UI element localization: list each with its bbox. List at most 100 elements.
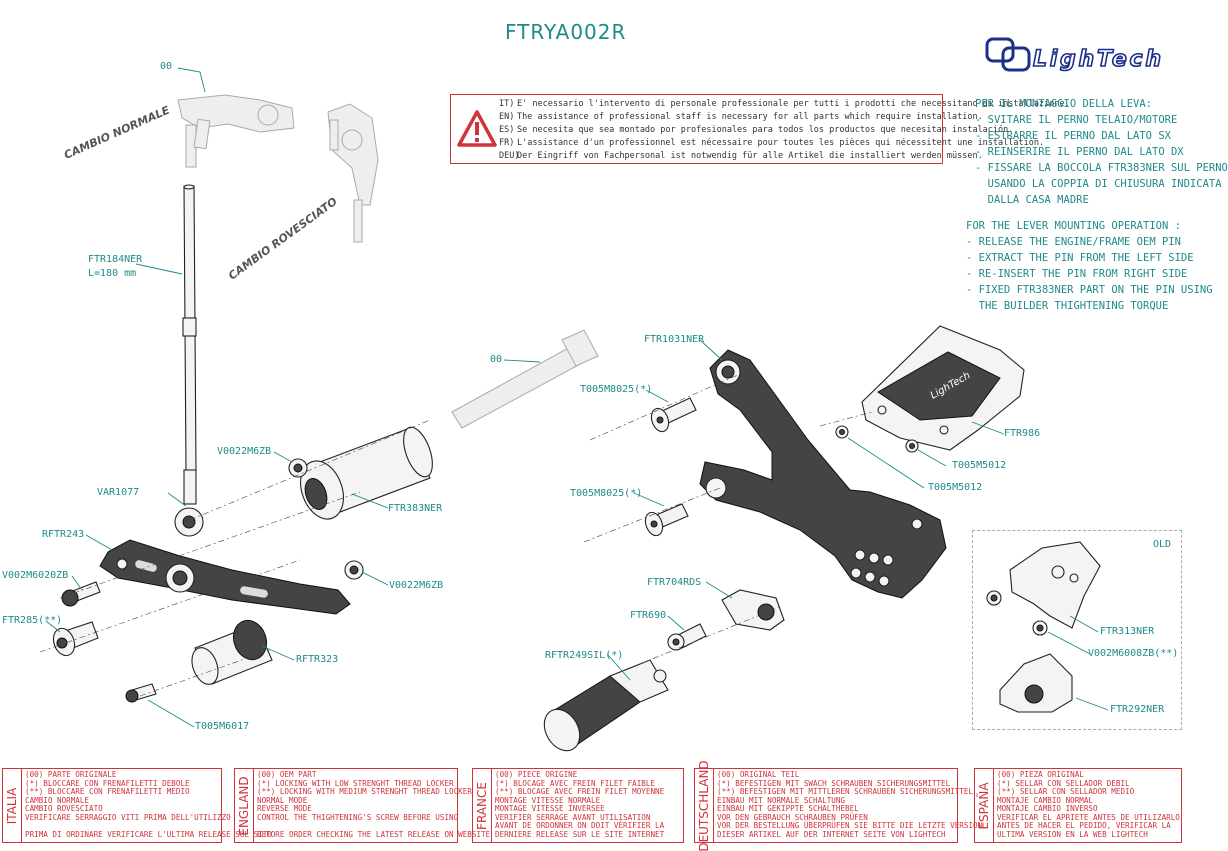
part-label: L=180 mm [88,268,137,279]
pin-oem-center [451,329,599,429]
part-label: FTR704RDS [647,577,702,588]
legend-line: (**) BEFESTIGEN MIT MITTLEREN SCHRAUBEN … [717,787,974,796]
legend-line: VERIFICAR EL APRIETE ANTES DE UTILIZARLO [997,812,1180,822]
legend-line: MONTAGE VITESSE INVERSEE [495,804,605,813]
part-label: 00 [160,61,173,72]
instructions-english: FOR THE LEVER MOUNTING OPERATION : - REL… [966,218,1213,314]
part-label: T005M5012 [928,482,983,493]
part-label: T005M6017 [195,721,250,732]
part-label: 00 [490,354,503,365]
instructions-it-line: - FISSARE LA BOCCOLA FTR383NER SUL PERNO [975,162,1228,174]
screw-t005m5012-b [905,439,919,453]
instructions-en-heading: FOR THE LEVER MOUNTING OPERATION : [966,220,1181,232]
part-label: T005M8025(*) [570,488,643,499]
part-label: RFTR323 [296,654,339,665]
warning-line-fr: FR)L'assistance d'un professionnel est n… [499,138,1045,148]
legend-line: MONTAJE CAMBIO NORMAL [997,795,1094,805]
instructions-it-line: - REINSERIRE IL PERNO DAL LATO DX [975,146,1184,158]
warning-triangle-icon [457,110,497,147]
instructions-en-line: - RELEASE THE ENGINE/FRAME OEM PIN [966,236,1181,248]
nut-v0022m6zb-upper [288,458,308,478]
screw-ftr690 [667,623,707,651]
instructions-italian: PER IL MONTAGGIO DELLA LEVA: - SVITARE I… [975,96,1228,208]
legend-line: VERIFICARE SERRAGGIO VITI PRIMA DELL'UTI… [25,812,231,822]
part-label: FTR383NER [388,503,443,514]
legend-line: (00) OEM PART [257,770,317,779]
legend-line: REVERSE MODE [257,804,312,813]
legend-line: PRIMA DI ORDINARE VERIFICARE L'ULTIMA RE… [25,829,272,839]
legend-line: DERNIERE RELEASE SUR LE SITE INTERNET [495,829,665,839]
part-label: V0022M6ZB [217,446,272,457]
part-label: FTR690 [630,610,667,621]
warning-line-en: EN)The assistance of professional staff … [499,112,983,122]
part-label: FTR292NER [1110,704,1165,715]
legend-country-label: ITALIA [5,787,19,824]
legend-line: EINBAU MIT GEKIPPTE SCHALTHEBEL [717,804,859,813]
part-label: FTR313NER [1100,626,1155,637]
rod-end-var1077 [174,469,204,537]
old-plate-ftr313ner [1009,541,1101,629]
screw-t005m5012-a [835,425,849,439]
part-label: VAR1077 [97,487,140,498]
part-label: FTR184NER [88,254,143,265]
instructions-it-line: DALLA CASA MADRE [975,194,1089,206]
legend-line: (*) BEFESTIGEN MIT SWACH SCHRAUBEN SICHE… [717,778,951,788]
screw-ftr285 [52,621,99,657]
legend-line: CAMBIO ROVESCIATO [25,804,103,813]
instructions-en-line: - FIXED FTR383NER PART ON THE PIN USING [966,284,1213,296]
old-screw-left [986,590,1002,606]
part-label: FTR986 [1004,428,1041,439]
screw-t005m8025-upper [650,397,697,433]
legend-line: (00) PIECE ORIGINE [495,770,578,779]
legend-line: VOR DER BESTELLUNG ÜBERPRÜFEN SIE BITTE … [717,821,983,830]
legend-line: BEFORE ORDER CHECKING THE LATEST RELEASE… [257,829,491,839]
exploded-diagram: LighTech [39,67,1109,752]
instructions-it-heading: PER IL MONTAGGIO DELLA LEVA: [975,98,1153,110]
legend-line: AVANT DE ORDONNER ON DOIT VÉRIFIER LA [495,821,665,830]
legend-line: (**) BLOCCARE CON FRENAFILETTI MEDIO [25,787,190,796]
instructions-it-line: - SVITARE IL PERNO TELAIO/MOTORE [975,114,1178,126]
part-label: T005M8025(*) [580,384,653,395]
legend-line: ULTIMA VERSION EN LA WEB LIGHTECH [997,829,1148,839]
old-version-box: OLD [972,530,1182,730]
part-label: RFTR249SIL(*) [545,650,624,661]
lever-rftr243 [99,539,351,615]
instructions-en-line: THE BUILDER THIGHTENING TORQUE [966,300,1169,312]
old-label: OLD [1152,539,1171,550]
legend-line: NORMAL MODE [257,795,308,805]
footpeg-rftr249sil [543,659,669,752]
screw-t005m8025-lower [644,503,689,537]
legend-country-label: DEUTSCHLAND [697,759,711,851]
warning-line-es: ES)Se necesita que sea montado por profe… [499,125,1014,135]
old-bracket-ftr292ner [999,653,1073,713]
oem-gear-lever-normal [177,94,295,168]
part-label: V0022M6ZB [389,580,444,591]
legend-france: FRANCE (00) PIECE ORIGINE (*) BLOCAGE AV… [472,768,684,843]
plate-ftr1031ner [699,349,947,599]
legend-line: VOR DEN GEBRAUCH SCHRAUBEN PRÜFEN [717,812,868,822]
bracket-ftr704rds [721,589,785,631]
screw-v002m6020zb [61,581,101,607]
legend-line: EINBAU MIT NORMALE SCHALTUNG [717,795,846,805]
instructions-en-line: - EXTRACT THE PIN FROM THE LEFT SIDE [966,252,1194,264]
legend-line: (*) BLOCAGE AVEC FREIN FILET FAIBLE [495,778,656,788]
legend-line: (**) SELLAR CON SELLADOR MEDIO [997,787,1135,796]
instructions-it-line: - ESTRARRE IL PERNO DAL LATO SX [975,130,1171,142]
legend-line: (**) LOCKING WITH MEDIUM STRENGHT THREAD… [257,787,472,796]
legend-line: (*) BLOCCARE CON FRENAFILETTI DEBOLE [25,778,190,788]
lightech-logo: LighTech [985,36,1165,76]
drawing-title: FTRYA002R [505,20,627,44]
heel-guard-ftr986: LighTech [861,325,1025,451]
legend-italia: ITALIA (00) PARTE ORIGINALE (*) BLOCCARE… [2,768,272,843]
footpeg-rftr323 [191,619,273,685]
legend-line: (00) PIEZA ORIGINAL [997,770,1084,779]
screw-t005m6017 [125,683,157,703]
legend-country-label: FRANCE [475,781,489,830]
warning-box: IT)E' necessario l'intervento di persona… [450,94,1070,164]
legend-line: (00) ORIGINAL TEIL [717,770,800,779]
legend-country-label: ENGLAND [237,775,251,836]
legend-line: (*) LOCKING WITH LOW STRENGHT THREAD LOC… [257,778,454,788]
svg-text:LighTech: LighTech [1033,47,1161,72]
legend-deutschland: DEUTSCHLAND (00) ORIGINAL TEIL (*) BEFES… [694,760,982,851]
legend-country-label: ESPAÑA [977,781,991,830]
